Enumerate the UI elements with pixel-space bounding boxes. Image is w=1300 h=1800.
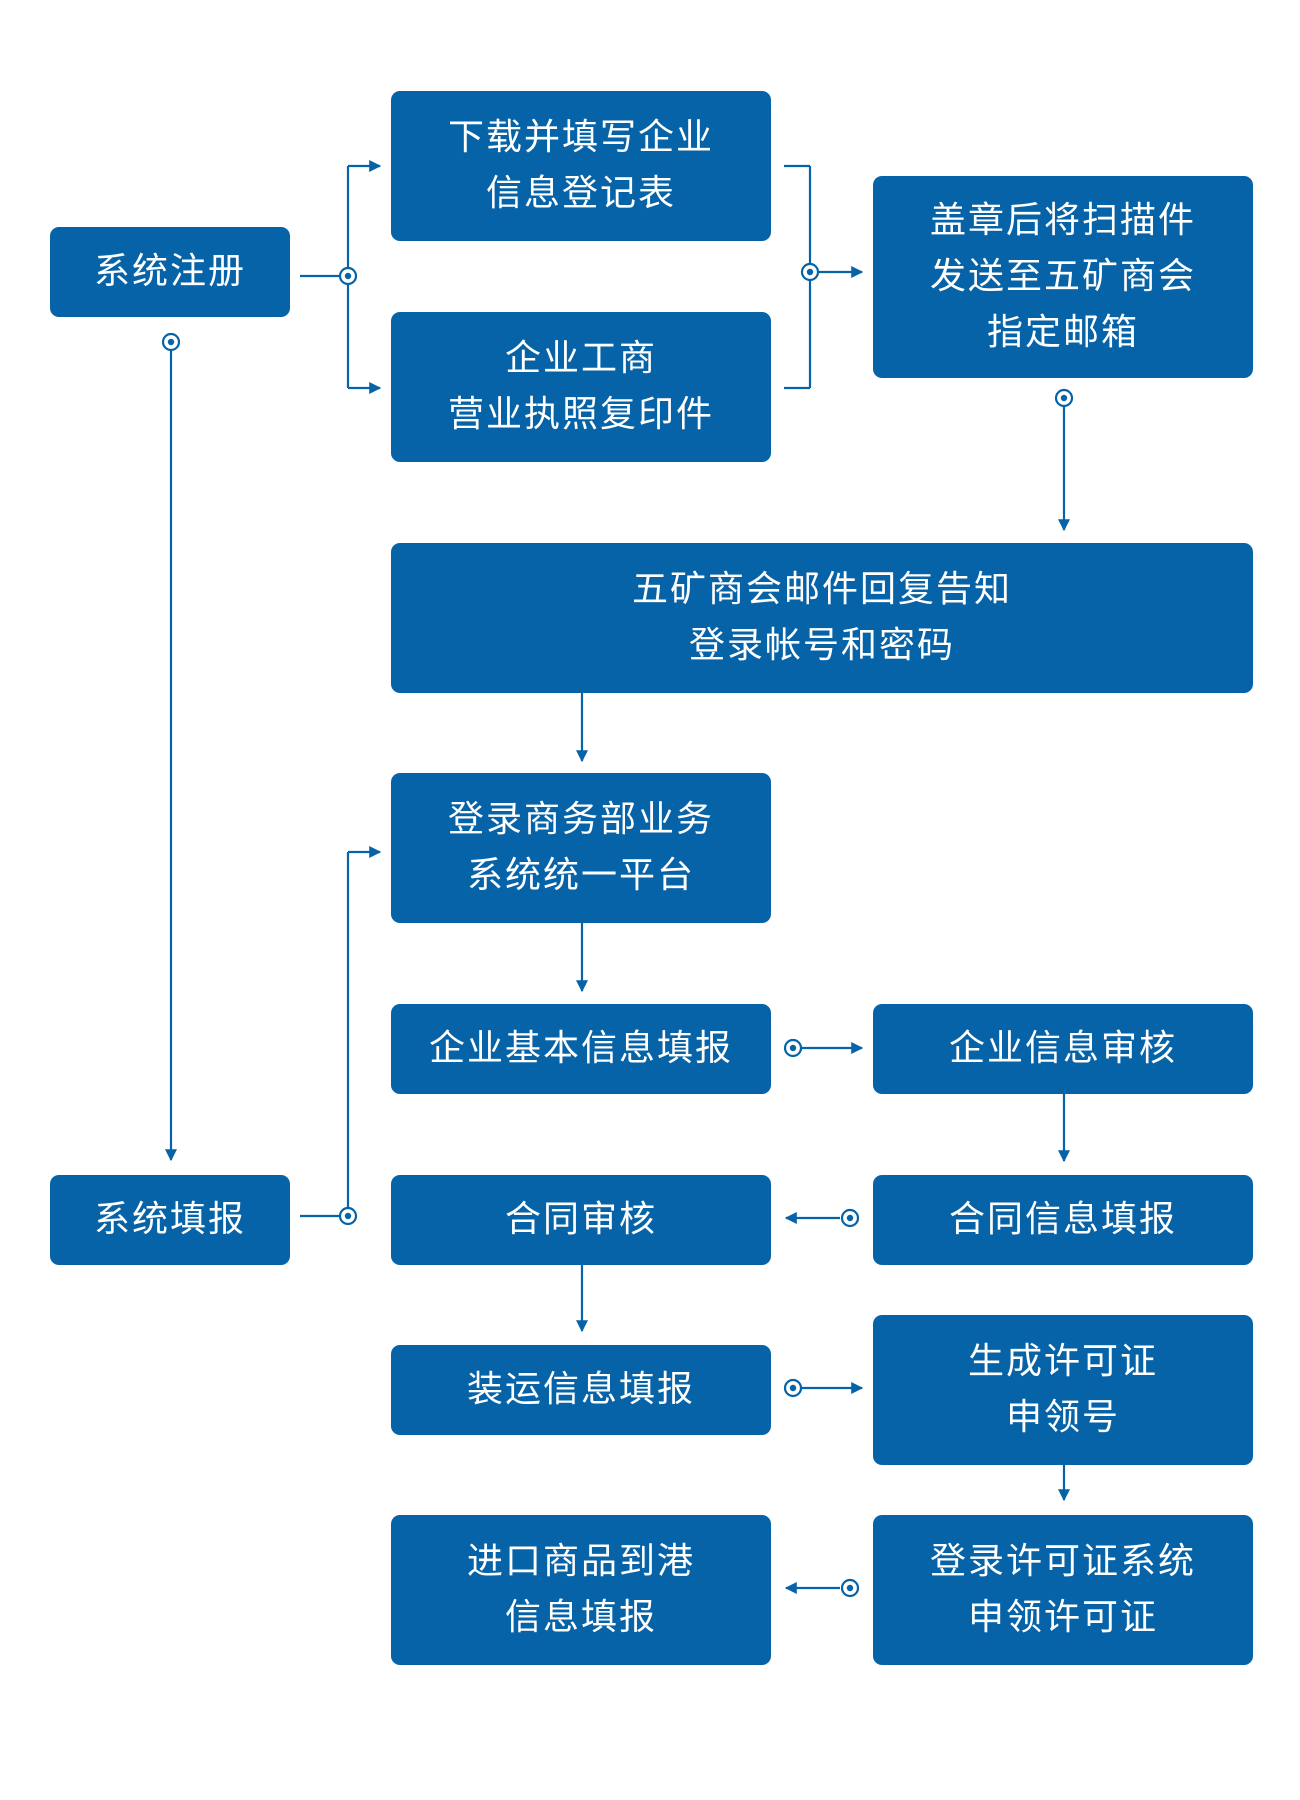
node-label: 系统统一平台 <box>466 855 695 896</box>
node-label: 合同信息填报 <box>948 1199 1177 1240</box>
node-label: 生成许可证 <box>967 1341 1158 1382</box>
node-shipping-info: 装运信息填报 <box>391 1345 771 1435</box>
node-label: 合同审核 <box>504 1199 657 1240</box>
node-label: 五矿商会邮件回复告知 <box>631 569 1012 610</box>
node-label: 营业执照复印件 <box>447 394 714 435</box>
node-license-apply: 登录许可证系统 申领许可证 <box>873 1515 1253 1665</box>
node-label: 企业信息审核 <box>948 1028 1177 1069</box>
node-label: 指定邮箱 <box>986 312 1139 353</box>
node-label: 进口商品到港 <box>466 1541 695 1582</box>
node-stamp-send: 盖章后将扫描件 发送至五矿商会 指定邮箱 <box>873 176 1253 378</box>
node-download-form: 下载并填写企业 信息登记表 <box>391 91 771 241</box>
node-label: 发送至五矿商会 <box>929 256 1196 297</box>
node-label: 下载并填写企业 <box>447 117 714 158</box>
node-label: 系统填报 <box>93 1199 246 1240</box>
node-contract-info: 合同信息填报 <box>873 1175 1253 1265</box>
node-system-register: 系统注册 <box>50 227 290 317</box>
node-info-review: 企业信息审核 <box>873 1004 1253 1094</box>
node-label: 信息登记表 <box>485 173 676 214</box>
node-label: 申领许可证 <box>967 1597 1158 1638</box>
node-email-reply: 五矿商会邮件回复告知 登录帐号和密码 <box>391 543 1253 693</box>
node-arrival-info: 进口商品到港 信息填报 <box>391 1515 771 1665</box>
node-label: 登录商务部业务 <box>447 799 714 840</box>
node-label: 登录许可证系统 <box>929 1541 1196 1582</box>
node-business-license: 企业工商 营业执照复印件 <box>391 312 771 462</box>
node-label: 登录帐号和密码 <box>688 625 955 666</box>
node-label: 装运信息填报 <box>466 1369 695 1410</box>
node-fill-report: 系统填报 <box>50 1175 290 1265</box>
node-label: 信息填报 <box>504 1597 657 1638</box>
node-label: 企业工商 <box>504 338 657 379</box>
node-contract-review: 合同审核 <box>391 1175 771 1265</box>
node-license-number: 生成许可证 申领号 <box>873 1315 1253 1465</box>
node-label: 盖章后将扫描件 <box>929 200 1196 241</box>
node-label: 申领号 <box>1005 1397 1120 1438</box>
node-label: 企业基本信息填报 <box>428 1028 733 1069</box>
node-basic-info: 企业基本信息填报 <box>391 1004 771 1094</box>
node-login-platform: 登录商务部业务 系统统一平台 <box>391 773 771 923</box>
node-label: 系统注册 <box>93 251 246 292</box>
